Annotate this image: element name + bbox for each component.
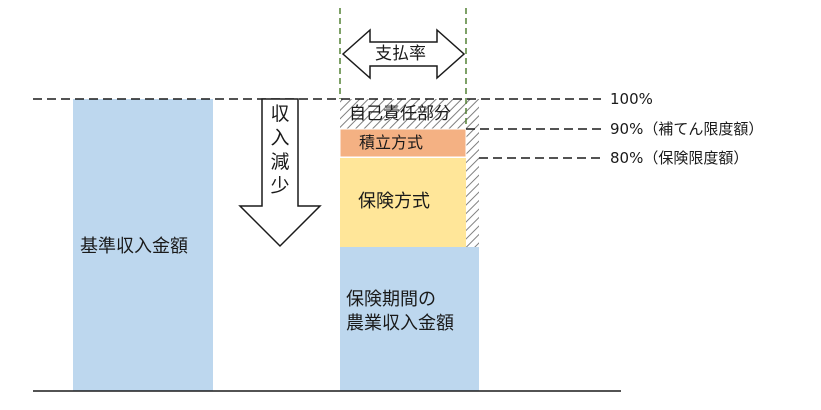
- period-income-line1: 保険期間の: [346, 289, 436, 310]
- reserve-method-label: 積立方式: [359, 133, 424, 152]
- base-income-bar: [73, 99, 213, 391]
- insurance-method-block: [340, 158, 466, 247]
- level-90-label: 90%（補てん限度額）: [610, 120, 764, 138]
- insurance-method-label: 保険方式: [358, 191, 430, 212]
- income-decrease-arrow: [238, 98, 322, 248]
- payout-rate-double-arrow: [341, 28, 466, 80]
- self-burden-label: 自己責任部分: [349, 104, 451, 124]
- self-burden-hatch-side: [466, 128, 479, 247]
- payout-rate-label: 支払率: [375, 44, 426, 64]
- income-decrease-label: 収入減少: [268, 102, 292, 198]
- period-income-label: 保険期間の 農業収入金額: [346, 288, 454, 336]
- period-income-line2: 農業収入金額: [346, 313, 454, 334]
- level-100-label: 100%: [610, 90, 653, 108]
- base-income-label: 基準収入金額: [80, 236, 188, 257]
- reserve-method-block: [339, 128, 467, 158]
- level-80-label: 80%（保険限度額）: [610, 149, 749, 167]
- self-burden-band: [340, 99, 479, 129]
- period-income-block: [340, 247, 479, 391]
- income-decrease-text: 収入減少: [270, 103, 290, 197]
